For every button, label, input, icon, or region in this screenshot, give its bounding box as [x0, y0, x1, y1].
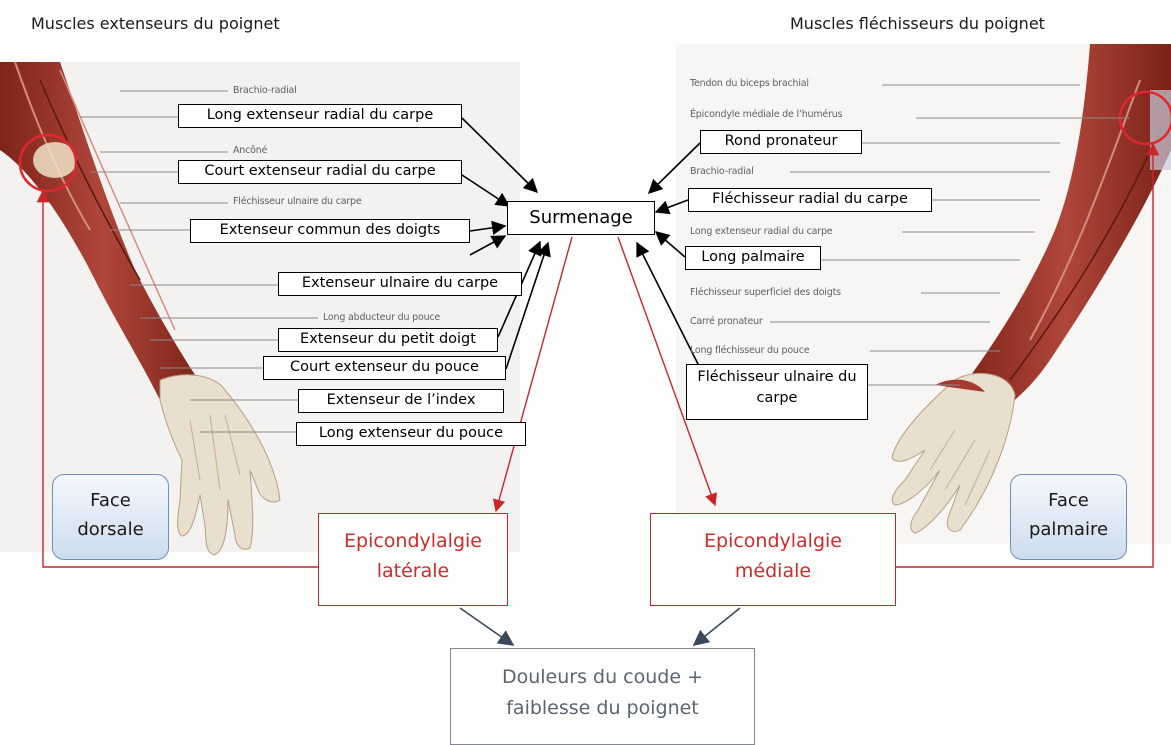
- label-ancone: Ancôné: [233, 145, 267, 156]
- left-title: Muscles extenseurs du poignet: [31, 14, 280, 33]
- extensor-box-court-extenseur-radial: Court extenseur radial du carpe: [178, 160, 462, 184]
- surmenage-node: Surmenage: [507, 201, 655, 235]
- outcome-line2: faiblesse du poignet: [451, 693, 754, 724]
- extensor-box-extenseur-index: Extenseur de l’index: [298, 389, 504, 413]
- face-palmaire-tag: Face palmaire: [1010, 474, 1127, 560]
- epicondylalgie-laterale-line1: Epicondylalgie: [319, 526, 507, 556]
- label-brachio-radial-right: Brachio-radial: [690, 166, 754, 177]
- label-long-extenseur-radial-right: Long extenseur radial du carpe: [690, 226, 832, 237]
- face-dorsale-line2: dorsale: [53, 515, 168, 544]
- label-long-abducteur: Long abducteur du pouce: [323, 312, 440, 323]
- extensor-box-long-extenseur-radial: Long extenseur radial du carpe: [178, 104, 462, 128]
- outcome-arrows: [460, 608, 740, 645]
- epicondylalgie-mediale-box: Epicondylalgie médiale: [650, 513, 896, 606]
- extensor-box-extenseur-commun: Extenseur commun des doigts: [190, 219, 470, 243]
- face-dorsale-line1: Face: [53, 486, 168, 515]
- epicondylalgie-laterale-line2: latérale: [319, 556, 507, 586]
- label-flechisseur-ulnaire-left: Fléchisseur ulnaire du carpe: [233, 196, 362, 207]
- outcome-box: Douleurs du coude + faiblesse du poignet: [450, 648, 755, 745]
- right-title: Muscles fléchisseurs du poignet: [790, 14, 1045, 33]
- flexor-box-flechisseur-radial: Fléchisseur radial du carpe: [688, 188, 932, 212]
- epicondylalgie-mediale-line2: médiale: [651, 556, 895, 586]
- label-tendon-biceps: Tendon du biceps brachial: [690, 78, 809, 89]
- label-brachio-radial-left: Brachio-radial: [233, 85, 297, 96]
- extensor-box-extenseur-ulnaire: Extenseur ulnaire du carpe: [278, 272, 522, 296]
- flexor-box-rond-pronateur: Rond pronateur: [700, 130, 862, 154]
- label-long-flechisseur-pouce: Long fléchisseur du pouce: [690, 345, 809, 356]
- face-dorsale-tag: Face dorsale: [52, 474, 169, 560]
- label-flechisseur-superficiel: Fléchisseur superficiel des doigts: [690, 287, 841, 298]
- extensor-box-long-extenseur-pouce: Long extenseur du pouce: [296, 422, 526, 446]
- face-palmaire-line2: palmaire: [1011, 515, 1126, 544]
- outcome-line1: Douleurs du coude +: [451, 662, 754, 693]
- flexor-box-long-palmaire: Long palmaire: [685, 246, 821, 270]
- flexor-box-flechisseur-ulnaire: Fléchisseur ulnaire du carpe: [686, 364, 868, 420]
- epicondylalgie-laterale-box: Epicondylalgie latérale: [318, 513, 508, 606]
- face-palmaire-line1: Face: [1011, 486, 1126, 515]
- extensor-box-extenseur-petit-doigt: Extenseur du petit doigt: [278, 328, 498, 352]
- label-epicondyle-mediale: Épicondyle médiale de l’humérus: [690, 109, 842, 120]
- epicondylalgie-mediale-line1: Epicondylalgie: [651, 526, 895, 556]
- label-carre-pronateur: Carré pronateur: [690, 316, 763, 327]
- extensor-box-court-extenseur-pouce: Court extenseur du pouce: [263, 356, 506, 380]
